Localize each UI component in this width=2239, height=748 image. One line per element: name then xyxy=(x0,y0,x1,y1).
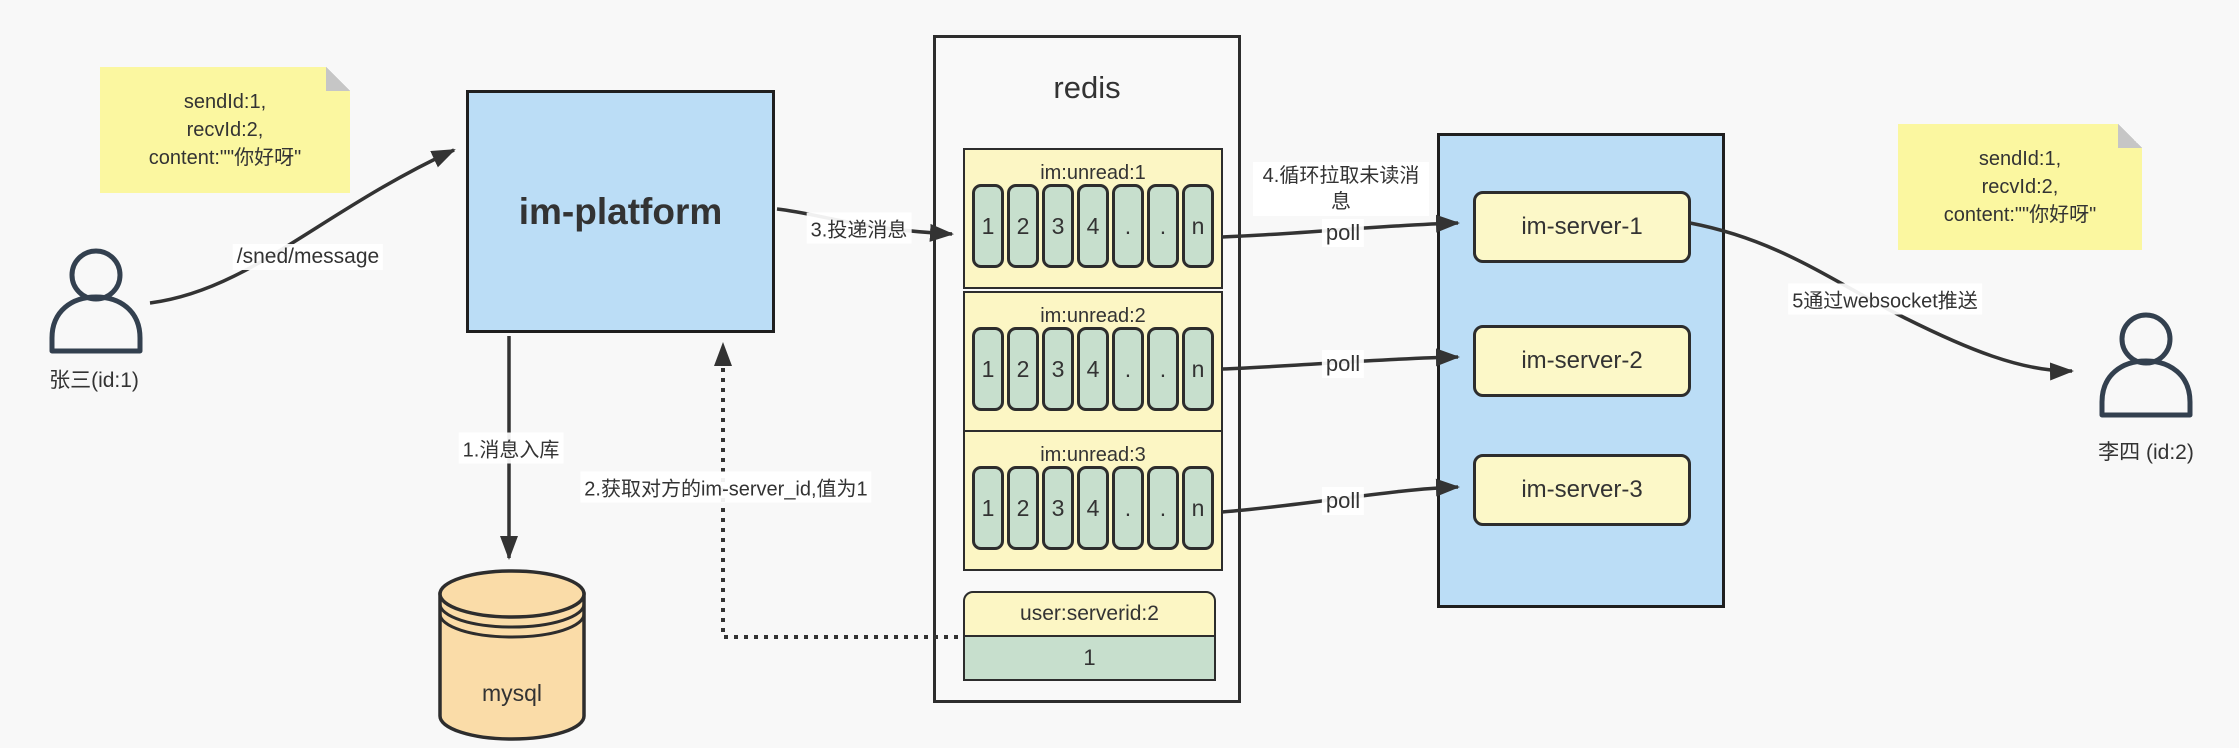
sticky-note-left: sendId:1, recvId:2, content:""你好呀" xyxy=(100,67,350,193)
queue-cell: 3 xyxy=(1042,184,1074,268)
note-fold-icon xyxy=(2118,124,2142,148)
im-server-2-node: im-server-2 xyxy=(1473,325,1691,397)
note-line: content:""你好呀" xyxy=(1943,204,2097,226)
queue-1-cells: 1 2 3 4 . . n xyxy=(965,184,1221,268)
queue-cell: 2 xyxy=(1007,466,1039,550)
queue-cell: 1 xyxy=(972,466,1004,550)
queue-cell: 4 xyxy=(1077,327,1109,411)
queue-cell: . xyxy=(1112,184,1144,268)
queue-3-cells: 1 2 3 4 . . n xyxy=(965,466,1221,550)
actor-lisi-label: 李四 (id:2) xyxy=(2098,441,2194,464)
queue-cell: 1 xyxy=(972,184,1004,268)
note-line: sendId:1, xyxy=(183,91,267,113)
mysql-database: mysql xyxy=(435,566,589,744)
person-icon xyxy=(49,248,143,354)
sticky-note-right: sendId:1, recvId:2, content:""你好呀" xyxy=(1898,124,2142,250)
kv-key: user:serverid:2 xyxy=(963,591,1216,637)
queue-3-header: im:unread:3 xyxy=(1040,444,1146,466)
queue-cell: 3 xyxy=(1042,327,1074,411)
queue-cell: 4 xyxy=(1077,184,1109,268)
im-platform-node: im-platform xyxy=(466,90,775,333)
queue-cell: . xyxy=(1147,184,1179,268)
im-server-3-node: im-server-3 xyxy=(1473,454,1691,526)
queue-2-cells: 1 2 3 4 . . n xyxy=(965,327,1221,411)
kv-value: 1 xyxy=(963,637,1216,681)
im-server-1-node: im-server-1 xyxy=(1473,191,1691,263)
user-serverid-box: user:serverid:2 1 xyxy=(963,591,1216,681)
unread-queue-1: im:unread:1 1 2 3 4 . . n xyxy=(963,148,1223,289)
queue-cell: 2 xyxy=(1007,184,1039,268)
note-line: recvId:2, xyxy=(1981,176,2059,198)
actor-zhangsan-label: 张三(id:1) xyxy=(49,369,139,392)
queue-cell: n xyxy=(1182,466,1214,550)
queue-1-header: im:unread:1 xyxy=(1040,162,1146,184)
edge-label-step5: 5通过websocket推送 xyxy=(1788,283,1982,315)
edge-label-poll-3: poll xyxy=(1321,487,1365,515)
note-line: content:""你好呀" xyxy=(148,147,302,169)
queue-cell: . xyxy=(1112,466,1144,550)
im-servers-container: im-server-1 im-server-2 im-server-3 xyxy=(1437,133,1725,608)
queue-cell: . xyxy=(1147,327,1179,411)
queue-cell: 2 xyxy=(1007,327,1039,411)
actor-lisi xyxy=(2090,310,2202,427)
queue-cell: 3 xyxy=(1042,466,1074,550)
edge-label-step1: 1.消息入库 xyxy=(458,432,564,464)
edge-label-step4: 4.循环拉取未读消息 xyxy=(1253,162,1429,216)
note-line: sendId:1, xyxy=(1978,148,2062,170)
queue-cell: n xyxy=(1182,327,1214,411)
edge-label-poll-1: poll xyxy=(1321,219,1365,247)
actor-zhangsan xyxy=(40,246,152,363)
queue-cell: 4 xyxy=(1077,466,1109,550)
redis-container: redis im:unread:1 1 2 3 4 . . n im:unrea… xyxy=(933,35,1241,703)
queue-cell: 1 xyxy=(972,327,1004,411)
redis-title: redis xyxy=(1053,70,1121,105)
edge-label-step2: 2.获取对方的im-server_id,值为1 xyxy=(580,471,872,503)
queue-cell: n xyxy=(1182,184,1214,268)
queue-2-header: im:unread:2 xyxy=(1040,305,1146,327)
queue-cell: . xyxy=(1147,466,1179,550)
mysql-label: mysql xyxy=(482,680,542,706)
edge-label-step3: 3.投递消息 xyxy=(806,212,912,244)
note-line: recvId:2, xyxy=(186,119,264,141)
im-platform-label: im-platform xyxy=(518,190,723,232)
note-fold-icon xyxy=(326,67,350,91)
unread-queue-3: im:unread:3 1 2 3 4 . . n xyxy=(963,430,1223,571)
database-cylinder-icon: mysql xyxy=(438,569,586,741)
edge-label-send: /sned/message xyxy=(232,244,384,270)
person-icon xyxy=(2099,312,2193,418)
unread-queue-2: im:unread:2 1 2 3 4 . . n xyxy=(963,291,1223,432)
edge-label-poll-2: poll xyxy=(1321,350,1365,378)
queue-cell: . xyxy=(1112,327,1144,411)
